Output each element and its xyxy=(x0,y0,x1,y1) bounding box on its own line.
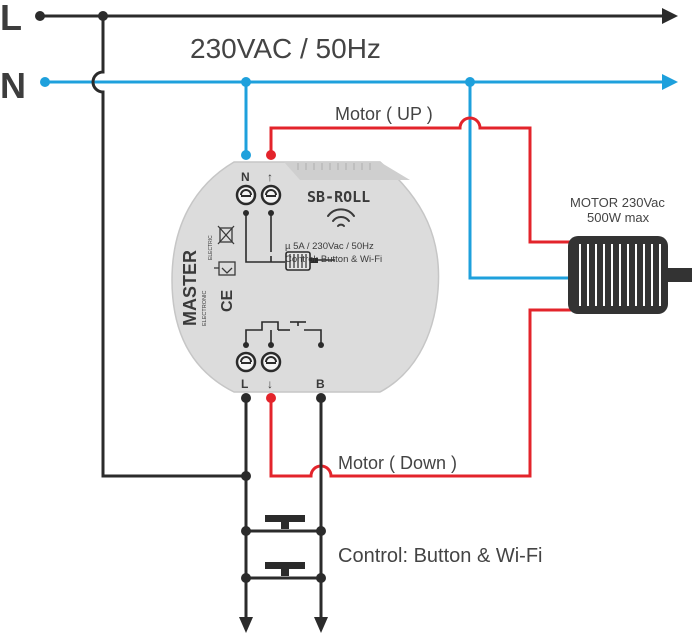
motor-down-label: Motor ( Down ) xyxy=(338,453,457,473)
push-button-1 xyxy=(241,515,326,536)
device-model: SB-ROLL xyxy=(307,188,370,206)
device-spec: µ 5A / 230Vac / 50Hz xyxy=(285,241,374,252)
sb-roll-device: N ↑ L ↓ B xyxy=(171,161,440,393)
motor-icon xyxy=(568,236,692,314)
ce-mark: CE xyxy=(219,289,236,312)
device-brand-sub: ELECTRONIC xyxy=(202,291,208,326)
wifi-icon xyxy=(327,208,355,227)
motor-title: MOTOR 230Vac xyxy=(570,195,665,210)
device-brand: MASTER xyxy=(180,250,200,326)
internal-motor-icon xyxy=(285,251,318,271)
terminal-screw-up xyxy=(260,184,282,206)
terminal-screw-down xyxy=(260,351,282,373)
terminal-up-arrow: ↑ xyxy=(267,170,273,184)
motor-rating: 500W max xyxy=(587,210,650,225)
neutral-to-motor-wire xyxy=(468,82,572,280)
terminal-screw-l xyxy=(235,351,257,373)
weee-bin-icon xyxy=(217,225,235,245)
terminal-screw-n xyxy=(235,184,257,206)
terminal-down-arrow: ↓ xyxy=(267,377,273,391)
terminal-l-label: L xyxy=(241,377,248,391)
live-drop-wire xyxy=(91,16,246,478)
device-control: Control: Button & Wi-Fi xyxy=(285,254,382,265)
motor-up-label: Motor ( UP ) xyxy=(335,104,433,124)
internal-schematic xyxy=(245,213,335,345)
device-brand-side: ELECTRIC xyxy=(208,235,214,260)
terminal-b-label: B xyxy=(316,377,325,391)
terminal-n-label: N xyxy=(241,170,250,184)
live-line xyxy=(35,8,678,24)
relay-symbol-icon xyxy=(214,261,236,276)
motor-up-wire xyxy=(269,116,572,244)
neutral-line xyxy=(40,74,678,90)
control-label: Control: Button & Wi-Fi xyxy=(338,545,543,567)
live-label: L xyxy=(0,0,22,38)
supply-label: 230VAC / 50Hz xyxy=(190,33,381,64)
device-body xyxy=(171,161,440,393)
push-button-2 xyxy=(241,562,326,583)
neutral-label: N xyxy=(0,65,26,106)
